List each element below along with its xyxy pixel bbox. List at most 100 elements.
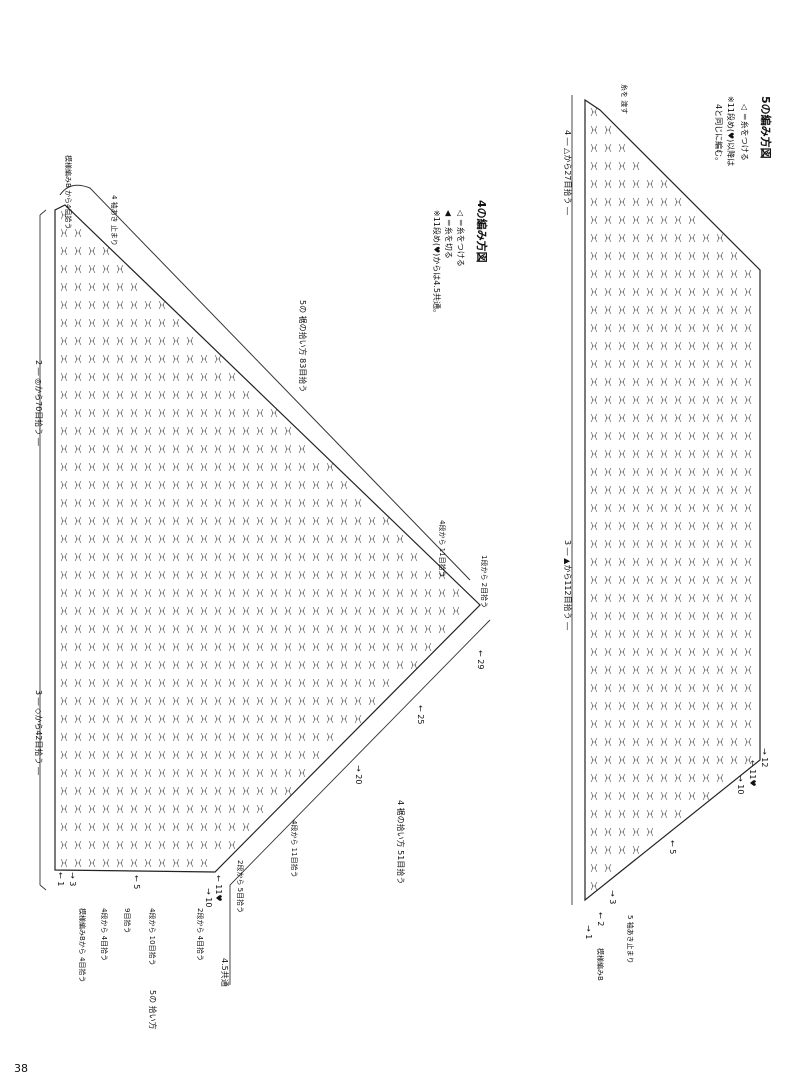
stitch-mark (660, 305, 668, 315)
stitch-mark (88, 606, 96, 616)
stitch-mark (312, 696, 320, 706)
stitch-mark (102, 282, 110, 292)
stitch-mark (674, 449, 682, 459)
diagram5-row-12: → 12 (760, 748, 769, 767)
stitch-mark (102, 624, 110, 634)
stitch-mark (716, 341, 724, 351)
stitch-mark (312, 462, 320, 472)
stitch-mark (674, 539, 682, 549)
stitch-mark (88, 786, 96, 796)
stitch-mark (144, 750, 152, 760)
stitch-mark (674, 413, 682, 423)
stitch-mark (688, 431, 696, 441)
stitch-mark (368, 516, 376, 526)
stitch-mark (590, 719, 598, 729)
stitch-mark (730, 341, 738, 351)
stitch-mark (688, 611, 696, 621)
stitch-mark (298, 696, 306, 706)
stitch-mark (298, 534, 306, 544)
stitch-mark (116, 804, 124, 814)
stitch-mark (144, 696, 152, 706)
stitch-mark (618, 251, 626, 261)
stitch-mark (214, 552, 222, 562)
stitch-mark (228, 372, 236, 382)
stitch-mark (186, 570, 194, 580)
stitch-mark (604, 485, 612, 495)
stitch-mark (604, 701, 612, 711)
diagram5-stitch-mesh (590, 107, 752, 891)
stitch-mark (646, 179, 654, 189)
stitch-mark (298, 678, 306, 688)
stitch-mark (660, 611, 668, 621)
stitch-mark (660, 521, 668, 531)
stitch-mark (200, 498, 208, 508)
stitch-mark (158, 354, 166, 364)
stitch-mark (214, 768, 222, 778)
stitch-mark (284, 498, 292, 508)
stitch-mark (116, 318, 124, 328)
stitch-mark (228, 534, 236, 544)
stitch-mark (60, 372, 68, 382)
stitch-mark (716, 251, 724, 261)
stitch-mark (256, 552, 264, 562)
stitch-mark (60, 822, 68, 832)
stitch-mark (702, 233, 710, 243)
stitch-mark (702, 773, 710, 783)
stitch-mark (186, 840, 194, 850)
stitch-mark (242, 786, 250, 796)
stitch-mark (382, 624, 390, 634)
stitch-mark (270, 660, 278, 670)
stitch-mark (604, 791, 612, 801)
stitch-mark (116, 822, 124, 832)
stitch-mark (618, 521, 626, 531)
stitch-mark (130, 426, 138, 436)
stitch-mark (702, 395, 710, 405)
stitch-mark (242, 678, 250, 688)
stitch-mark (228, 606, 236, 616)
stitch-mark (88, 642, 96, 652)
stitch-mark (172, 552, 180, 562)
stitch-mark (158, 858, 166, 868)
stitch-mark (688, 755, 696, 765)
stitch-mark (590, 593, 598, 603)
stitch-mark (228, 786, 236, 796)
stitch-mark (354, 534, 362, 544)
stitch-mark (284, 444, 292, 454)
stitch-mark (74, 660, 82, 670)
stitch-mark (214, 408, 222, 418)
stitch-mark (604, 719, 612, 729)
stitch-mark (660, 431, 668, 441)
stitch-mark (744, 539, 752, 549)
stitch-mark (646, 539, 654, 549)
stitch-mark (200, 570, 208, 580)
stitch-mark (144, 462, 152, 472)
stitch-mark (326, 552, 334, 562)
stitch-mark (632, 503, 640, 513)
stitch-mark (88, 534, 96, 544)
stitch-mark (88, 462, 96, 472)
stitch-mark (604, 395, 612, 405)
stitch-mark (618, 557, 626, 567)
stitch-mark (214, 804, 222, 814)
stitch-mark (116, 444, 124, 454)
stitch-mark (604, 521, 612, 531)
stitch-mark (130, 534, 138, 544)
stitch-mark (660, 719, 668, 729)
stitch-mark (660, 683, 668, 693)
stitch-mark (214, 534, 222, 544)
stitch-mark (646, 827, 654, 837)
stitch-mark (716, 539, 724, 549)
stitch-mark (618, 467, 626, 477)
stitch-mark (604, 773, 612, 783)
stitch-mark (60, 696, 68, 706)
stitch-mark (590, 557, 598, 567)
stitch-mark (228, 516, 236, 526)
stitch-mark (340, 642, 348, 652)
stitch-mark (326, 462, 334, 472)
stitch-mark (242, 768, 250, 778)
stitch-mark (674, 305, 682, 315)
stitch-mark (172, 390, 180, 400)
stitch-mark (200, 426, 208, 436)
stitch-mark (270, 408, 278, 418)
stitch-mark (172, 426, 180, 436)
